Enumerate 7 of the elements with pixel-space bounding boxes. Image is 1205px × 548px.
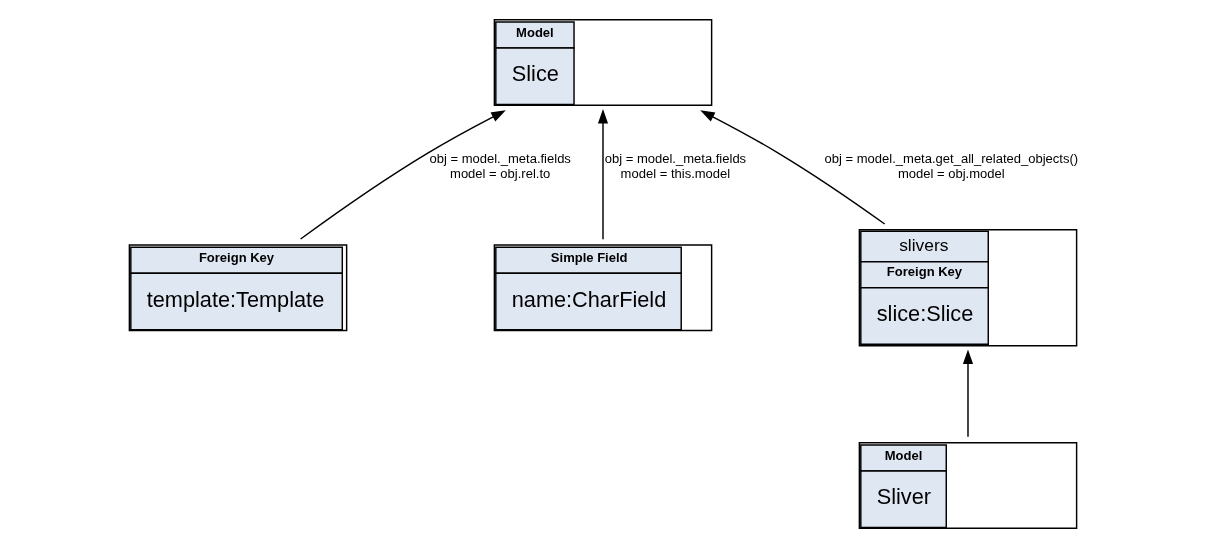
arrow: [699, 110, 885, 225]
edge-label: obj = model._meta.fields model = obj.rel.to: [428, 151, 571, 181]
edge-label: obj = model._meta.get_all_related_objects() model = obj.model: [824, 151, 1078, 181]
arrow: [299, 110, 506, 240]
edge-label: obj = model._meta.fields model = this.model: [604, 151, 746, 181]
arrow: [962, 349, 973, 438]
arrow: [597, 108, 608, 240]
